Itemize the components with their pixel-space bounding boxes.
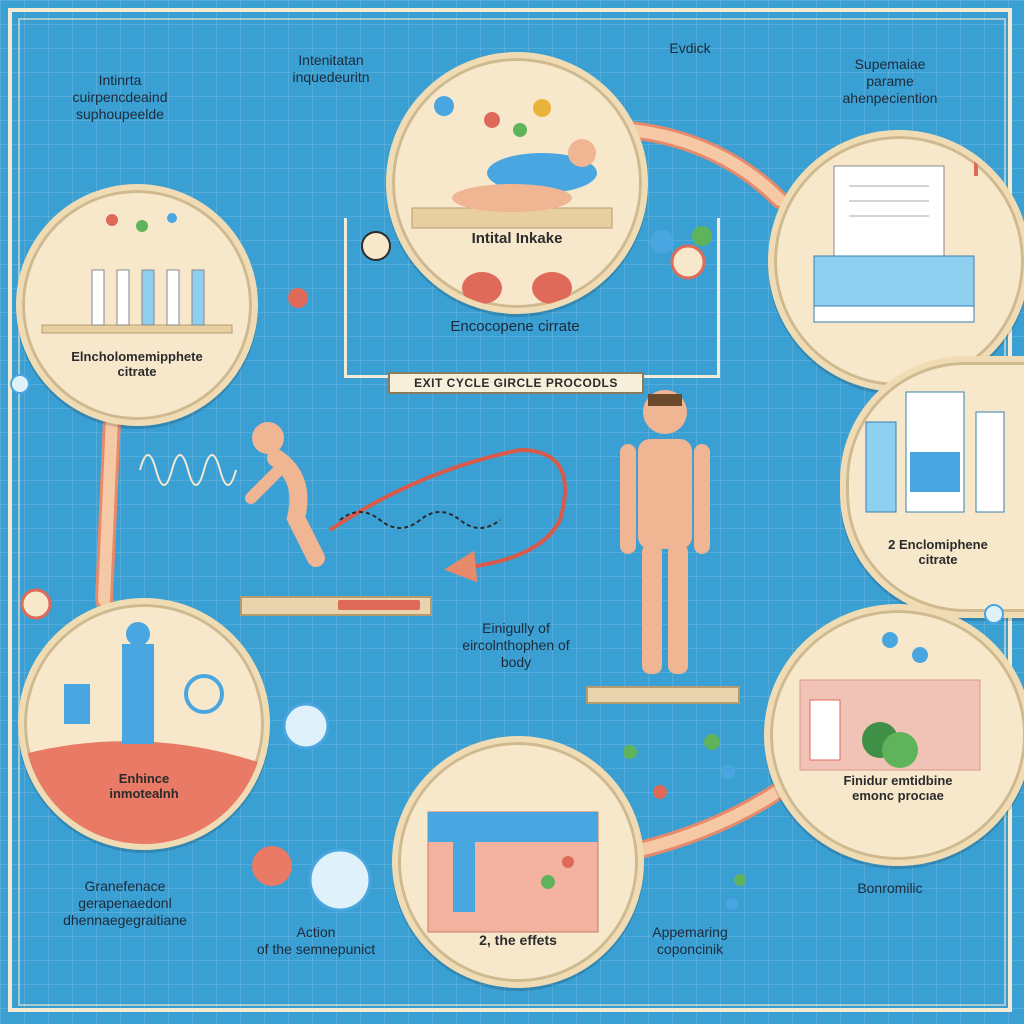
annotation-top-right: Supemaiae parame ahenpeciention xyxy=(842,56,938,106)
node-enclomiphene-label: 2 Enclomiphene citrate xyxy=(888,537,988,567)
body-illustration xyxy=(24,622,264,844)
annotation-bottom-left: Granefenace gerapenaedonl dhennaegegrait… xyxy=(63,878,187,928)
node-right-bottom[interactable]: Finidur emtidbine emonc procıae xyxy=(764,604,1024,866)
node-left-top[interactable]: Elncholomemipphete citrate xyxy=(16,184,258,426)
figure-platform xyxy=(586,686,740,704)
signal-wave xyxy=(139,454,237,486)
intake-illustration xyxy=(411,96,613,304)
tissue-illustration xyxy=(799,632,981,771)
node-left-bottom[interactable]: Enhince inmotealnh xyxy=(18,598,270,850)
annotation-top-left-1: Intinrta cuirpencdeaind suphoupeelde xyxy=(72,72,168,122)
node-effects[interactable]: 2, the effets xyxy=(392,736,644,988)
annotation-top-center: Evdick xyxy=(669,40,711,56)
node-initial-intake-label: Intital Inkake xyxy=(471,230,563,247)
node-right-bottom-label: Finidur emtidbine emonc procıae xyxy=(843,773,953,803)
documents-illustration xyxy=(813,136,978,323)
annotation-middle: Encocopene cirrate xyxy=(450,318,580,335)
exercising-figure xyxy=(245,422,325,567)
annotation-bottom-app: Appemaring coponcinik xyxy=(652,924,728,957)
cycle-banner: EXIT CYCLE GIRCLE PROCODLS xyxy=(388,372,644,394)
test-tubes-illustration xyxy=(41,213,233,334)
node-initial-intake[interactable]: Intital Inkake xyxy=(386,52,648,314)
arrow-center-curve xyxy=(328,447,567,583)
annotation-center: Einigully of eircolnthophen of body xyxy=(462,620,570,670)
dna-helix xyxy=(339,511,501,529)
annotation-bottom-action: Action of the semnepunict xyxy=(256,924,376,957)
annotation-bottom-right: Bonromilic xyxy=(857,880,923,896)
annotation-top-left-2: Intenitatan inquedeuritn xyxy=(292,52,370,85)
effects-illustration xyxy=(427,811,599,933)
pill-tray-tag xyxy=(338,600,420,610)
standing-figure xyxy=(620,390,710,674)
vials-illustration xyxy=(865,391,1005,513)
node-effects-label: 2, the effets xyxy=(479,932,557,948)
node-enclomiphene[interactable]: 2 Enclomiphene citrate xyxy=(840,356,1024,618)
node-left-top-label: Elncholomemipphete citrate xyxy=(71,349,203,379)
node-left-bottom-label: Enhince inmotealnh xyxy=(109,771,179,801)
node-right-top[interactable] xyxy=(768,130,1024,392)
